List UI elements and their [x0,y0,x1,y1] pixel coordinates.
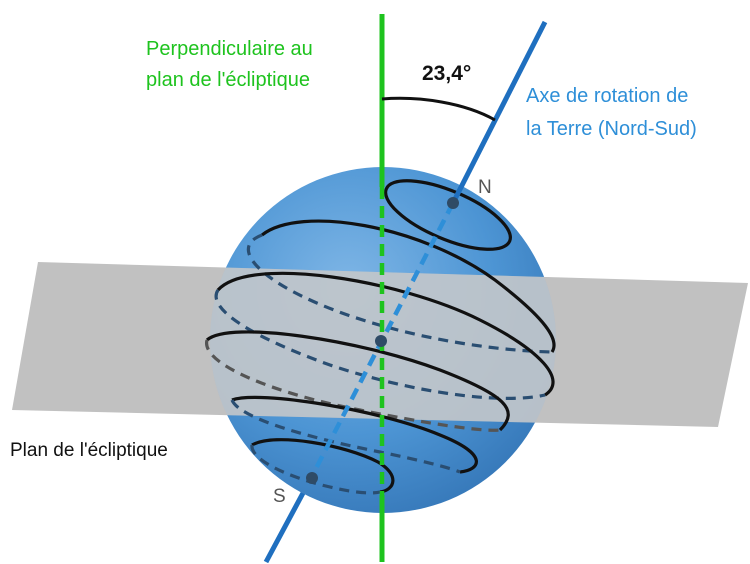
axis-label-line1: Axe de rotation de [526,85,688,107]
axis-line-upper [450,20,548,205]
north-label: N [478,177,492,198]
perpendicular-label-line1: Perpendiculaire au [146,38,313,60]
south-pole-point [306,472,318,484]
angle-arc [381,96,496,122]
angle-label: 23,4° [422,62,471,85]
earth-center-point [375,335,387,347]
north-pole-point [447,197,459,209]
latitude-rings [205,179,556,495]
ecliptic-plane-label: Plan de l'écliptique [10,440,168,461]
perpendicular-label-line2: plan de l'écliptique [146,69,310,91]
south-label: S [273,486,286,507]
axis-line-lower [263,478,313,564]
axis-label-line2: la Terre (Nord-Sud) [526,118,697,140]
